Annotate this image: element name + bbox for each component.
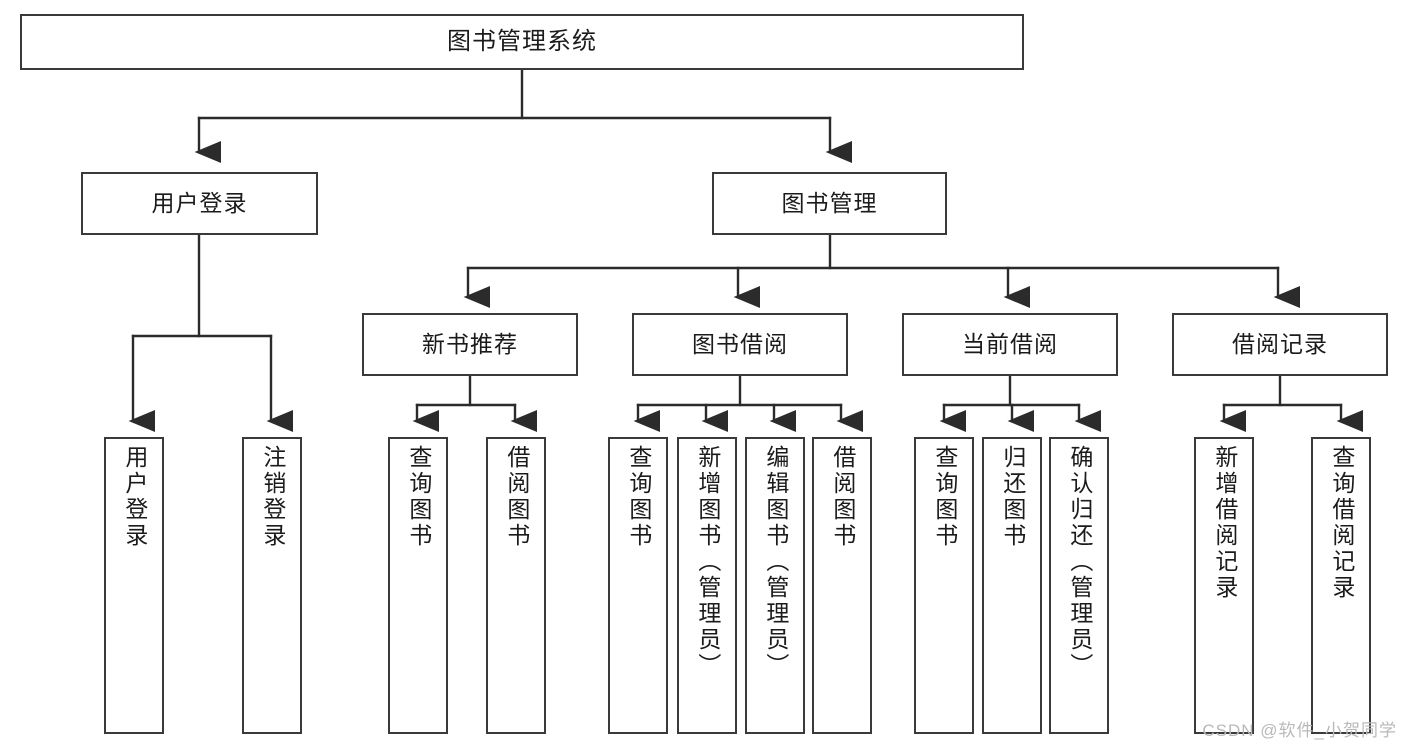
node-label: 图书管理 — [781, 189, 878, 216]
leaf-book-borrow-query[interactable]: 查询图书 — [608, 437, 668, 734]
leaf-new-book-borrow[interactable]: 借阅图书 — [486, 437, 546, 734]
leaf-borrow-record-add[interactable]: 新增借阅记录 — [1194, 437, 1254, 734]
node-new-book-recommend[interactable]: 新书推荐 — [362, 313, 578, 376]
node-label: 图书管理系统 — [447, 27, 597, 55]
leaf-current-borrow-confirm-return[interactable]: 确认归还（管理员） — [1049, 437, 1109, 734]
node-label: 借阅图书 — [503, 445, 530, 549]
node-book-management[interactable]: 图书管理 — [712, 172, 947, 235]
node-borrow-record[interactable]: 借阅记录 — [1172, 313, 1388, 376]
node-label: 借阅图书 — [829, 445, 856, 549]
leaf-book-borrow-edit[interactable]: 编辑图书（管理员） — [745, 437, 805, 734]
node-label: 用户登录 — [121, 445, 148, 549]
node-root-system[interactable]: 图书管理系统 — [20, 14, 1024, 70]
leaf-current-borrow-return[interactable]: 归还图书 — [982, 437, 1042, 734]
node-label: 查询图书 — [931, 445, 958, 549]
leaf-book-borrow-add[interactable]: 新增图书（管理员） — [677, 437, 737, 734]
leaf-user-login-logout[interactable]: 注销登录 — [242, 437, 302, 734]
leaf-current-borrow-query[interactable]: 查询图书 — [914, 437, 974, 734]
node-label: 归还图书 — [999, 445, 1026, 549]
node-label: 新增图书（管理员） — [694, 445, 721, 679]
node-label: 查询图书 — [625, 445, 652, 549]
leaf-user-login-login[interactable]: 用户登录 — [104, 437, 164, 734]
node-label: 查询借阅记录 — [1328, 445, 1355, 601]
node-label: 确认归还（管理员） — [1066, 445, 1093, 679]
node-label: 当前借阅 — [962, 330, 1058, 357]
node-label: 图书借阅 — [692, 330, 788, 357]
node-label: 注销登录 — [259, 445, 286, 549]
watermark-text: CSDN @软件_小贺同学 — [1202, 721, 1397, 740]
node-label: 编辑图书（管理员） — [762, 445, 789, 679]
leaf-borrow-record-query[interactable]: 查询借阅记录 — [1311, 437, 1371, 734]
node-label: 借阅记录 — [1232, 330, 1328, 357]
node-label: 查询图书 — [405, 445, 432, 549]
node-book-borrow[interactable]: 图书借阅 — [632, 313, 848, 376]
leaf-new-book-query[interactable]: 查询图书 — [388, 437, 448, 734]
node-current-borrow[interactable]: 当前借阅 — [902, 313, 1118, 376]
node-label: 新书推荐 — [422, 330, 518, 357]
node-label: 用户登录 — [151, 189, 248, 216]
node-label: 新增借阅记录 — [1211, 445, 1238, 601]
leaf-book-borrow-borrow[interactable]: 借阅图书 — [812, 437, 872, 734]
node-user-login[interactable]: 用户登录 — [81, 172, 318, 235]
